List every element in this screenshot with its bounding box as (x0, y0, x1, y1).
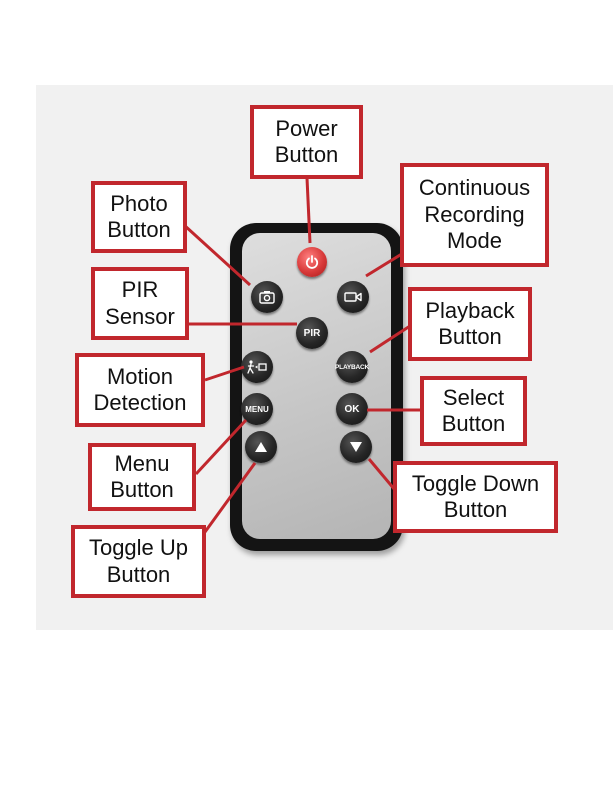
playback-button[interactable]: PLAYBACK (336, 351, 368, 383)
callout-toggle-up: Toggle Up Button (71, 525, 206, 598)
callout-power: Power Button (250, 105, 363, 179)
toggle-down-button[interactable] (340, 431, 372, 463)
power-button[interactable] (297, 247, 327, 277)
pir-label: PIR (304, 328, 321, 339)
menu-label: MENU (245, 405, 269, 414)
continuous-record-button[interactable] (337, 281, 369, 313)
menu-button[interactable]: MENU (241, 393, 273, 425)
ok-button[interactable]: OK (336, 393, 368, 425)
motion-detection-button[interactable] (241, 351, 273, 383)
remote-control: PIR PLAYBACK MENU OK (230, 223, 403, 551)
ok-label: OK (345, 404, 360, 415)
camera-icon (259, 290, 275, 304)
playback-label: PLAYBACK (335, 364, 369, 371)
callout-pir: PIR Sensor (91, 267, 189, 340)
callout-playback: Playback Button (408, 287, 532, 361)
callout-select: Select Button (420, 376, 527, 446)
callout-menu: Menu Button (88, 443, 196, 511)
callout-photo: Photo Button (91, 181, 187, 253)
triangle-down-icon (350, 442, 362, 452)
callout-toggle-down: Toggle Down Button (393, 461, 558, 533)
power-icon (304, 254, 320, 270)
photo-button[interactable] (251, 281, 283, 313)
toggle-up-button[interactable] (245, 431, 277, 463)
callout-continuous: Continuous Recording Mode (400, 163, 549, 267)
video-camera-icon (344, 291, 362, 303)
callout-motion: Motion Detection (75, 353, 205, 427)
remote-face (242, 233, 391, 539)
triangle-up-icon (255, 442, 267, 452)
pir-button[interactable]: PIR (296, 317, 328, 349)
person-motion-icon (247, 360, 267, 374)
